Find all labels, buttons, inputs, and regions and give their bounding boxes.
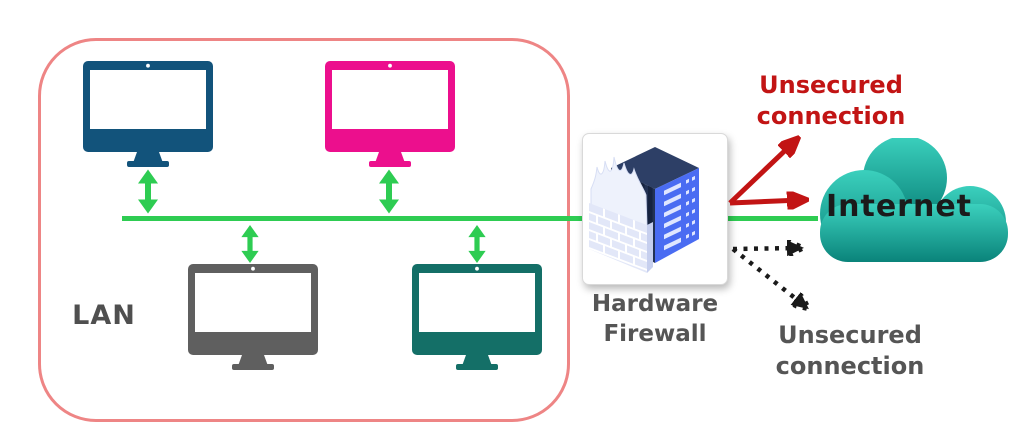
red-arrow-diagonal <box>728 142 794 205</box>
unsecured-connection-top-label: Unsecured connection <box>741 70 921 132</box>
firewall-label-line1: Hardware <box>591 291 719 317</box>
monitor-base <box>456 364 498 370</box>
monitor-base <box>127 161 169 167</box>
dotted-unsecured-arrows <box>731 238 825 322</box>
firewall-label: Hardware Firewall <box>570 289 740 349</box>
brick-mortar-lines <box>589 208 647 272</box>
lan-link-arrow-icon <box>379 169 399 214</box>
firewall-label-line2: Firewall <box>603 321 707 347</box>
unsecured-top-line2: connection <box>756 102 906 130</box>
monitor-screen <box>90 70 206 129</box>
lan-boundary-box <box>38 38 570 422</box>
red-arrow-horizontal <box>729 200 801 203</box>
camera-dot-icon <box>146 63 150 68</box>
monitor-stand <box>462 355 492 366</box>
hardware-firewall-icon <box>589 147 699 273</box>
monitor-screen <box>419 273 535 332</box>
lan-link-arrow-icon <box>241 225 259 263</box>
monitor-stand <box>133 152 163 163</box>
monitor-stand <box>238 355 268 366</box>
unsecured-top-line1: Unsecured <box>759 71 903 99</box>
unsecured-connection-bottom-label: Unsecured connection <box>755 320 945 382</box>
internet-label: Internet <box>825 189 973 224</box>
camera-dot-icon <box>251 266 255 271</box>
lan-link-arrow-icon <box>138 169 158 214</box>
lan-label: LAN <box>72 300 136 331</box>
dotted-arrow-horizontal <box>732 248 799 249</box>
brick-wall-edge <box>647 222 653 273</box>
camera-dot-icon <box>475 266 479 271</box>
red-unsecured-arrows <box>728 125 822 213</box>
camera-dot-icon <box>388 63 392 68</box>
monitor-base <box>369 161 411 167</box>
monitor-screen <box>195 273 311 332</box>
computer-icon-top-right <box>325 61 455 167</box>
firewall-image-box <box>582 133 728 285</box>
ethernet-bus-line <box>122 216 818 221</box>
monitor-stand <box>375 152 405 163</box>
monitor-screen <box>332 70 448 129</box>
server-indicator-lights <box>664 175 695 251</box>
computer-icon-bottom-right <box>412 264 542 370</box>
computer-icon-bottom-left <box>188 264 318 370</box>
computer-icon-top-left <box>83 61 213 167</box>
internet-cloud-icon <box>820 138 1008 262</box>
dotted-arrow-diagonal <box>731 247 805 306</box>
monitor-base <box>232 364 274 370</box>
unsecured-bottom-line2: connection <box>775 352 925 380</box>
unsecured-bottom-line1: Unsecured <box>778 321 922 349</box>
lan-link-arrow-icon <box>468 225 486 263</box>
